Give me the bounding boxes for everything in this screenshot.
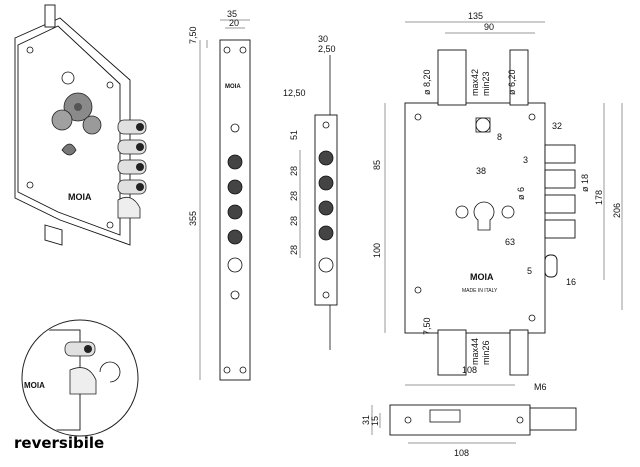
- dim-20: 20: [229, 18, 239, 28]
- dim-28-b: 28: [289, 191, 299, 201]
- dim-min26: min26: [481, 340, 491, 365]
- side-profile-view: 30 2,50 12,50 51 28 28 28 28: [283, 34, 338, 350]
- dim-16: 16: [566, 277, 576, 287]
- isometric-lock-view: MOIA: [14, 4, 147, 246]
- dim-dia-6: ø 6: [516, 187, 526, 200]
- main-brand-logo: MOIA: [470, 272, 494, 282]
- dim-38: 38: [476, 166, 486, 176]
- dim-dia-8-20: ø 8,20: [422, 69, 432, 95]
- dim-7-50: 7,50: [188, 26, 198, 44]
- reversible-label: reversibile: [14, 434, 104, 452]
- dim-dia-18: ø 18: [580, 174, 590, 192]
- dim-12-50: 12,50: [283, 88, 306, 98]
- dim-178: 178: [594, 190, 604, 205]
- dim-63: 63: [505, 237, 515, 247]
- dim-355: 355: [188, 211, 198, 226]
- gear-mechanism: [51, 92, 102, 135]
- dim-135: 135: [468, 11, 483, 21]
- dim-2-50: 2,50: [318, 44, 336, 54]
- main-view-bolts: [544, 144, 576, 278]
- dim-7-50-b: 7,50: [422, 317, 432, 335]
- dim-32: 32: [552, 121, 562, 131]
- dim-28-a: 28: [289, 166, 299, 176]
- dim-31: 31: [361, 415, 371, 425]
- dim-206: 206: [612, 203, 622, 218]
- dim-30: 30: [318, 34, 328, 44]
- iso-brand-logo: MOIA: [68, 192, 92, 202]
- dim-85: 85: [372, 160, 382, 170]
- dim-35: 35: [227, 9, 237, 19]
- dim-min23: min23: [481, 71, 491, 96]
- dim-108: 108: [462, 365, 477, 375]
- main-made-in: MADE IN ITALY: [462, 288, 498, 294]
- front-brand-logo: MOIA: [225, 84, 241, 90]
- cylinder-hole-icon: [473, 201, 495, 231]
- front-plate-view: MOIA 35 20 7,50 355: [188, 9, 251, 381]
- dim-8: 8: [497, 132, 502, 142]
- reversible-detail-view: MOIA: [21, 319, 139, 437]
- dim-28-c: 28: [289, 216, 299, 226]
- dim-max42: max42: [470, 69, 480, 96]
- bottom-view: 31 15 108: [361, 404, 577, 458]
- dim-max44: max44: [470, 338, 480, 365]
- dim-90: 90: [484, 22, 494, 32]
- dim-3: 3: [523, 155, 528, 165]
- dim-100: 100: [372, 243, 382, 258]
- keyhole-icon: [61, 143, 77, 156]
- dim-m6: M6: [534, 382, 547, 392]
- dim-51: 51: [289, 130, 299, 140]
- dim-28-d: 28: [289, 245, 299, 255]
- detail-brand-logo: MOIA: [24, 381, 45, 390]
- dim-108-b: 108: [454, 448, 469, 458]
- dim-5: 5: [527, 266, 532, 276]
- main-lock-body-view: MOIA MADE IN ITALY 135 90 ø 8,20 max42 m…: [372, 11, 623, 392]
- lock-bolts: [117, 119, 147, 219]
- dim-15: 15: [370, 416, 380, 426]
- dim-dia-6-20: ø 6,20: [507, 69, 517, 95]
